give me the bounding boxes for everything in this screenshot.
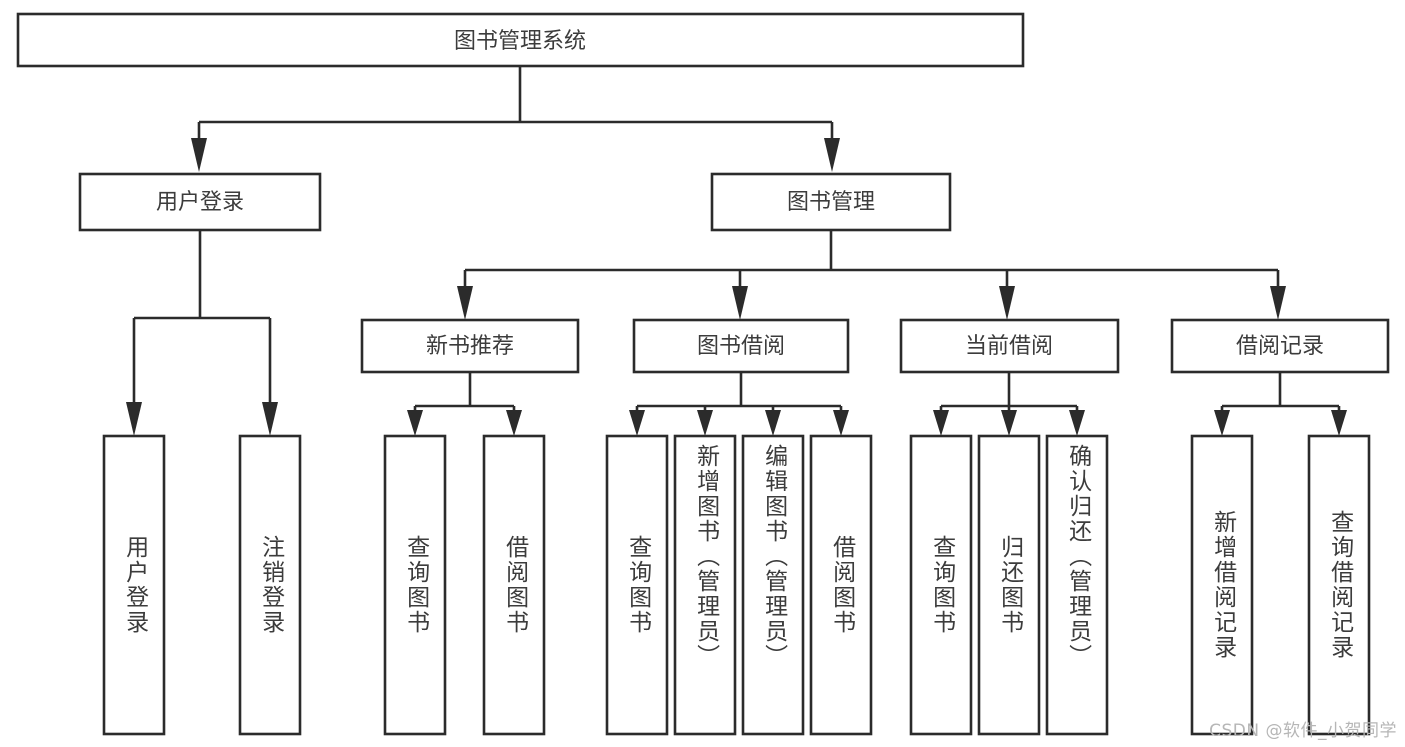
arrow-down-icon	[824, 138, 840, 172]
arrow-down-icon	[262, 402, 278, 436]
leaf-box-add-borrow-record[interactable]	[1190, 434, 1254, 736]
connector-root-to-level1	[191, 66, 840, 172]
node-user-login-box	[78, 172, 322, 232]
arrow-down-icon	[629, 410, 645, 436]
leaf-box-query-borrow-record[interactable]	[1307, 434, 1371, 736]
arrow-down-icon	[506, 410, 522, 436]
node-borrow-record-label: 借阅记录	[1236, 334, 1324, 359]
arrow-down-icon	[1270, 286, 1286, 320]
leaf-box-return-book[interactable]	[977, 434, 1041, 736]
leaf-box-user-login[interactable]	[102, 434, 166, 736]
node-root-label: 图书管理系统	[454, 29, 586, 54]
leaf-box-logout[interactable]	[238, 434, 302, 736]
leaf-box-edit-book-admin[interactable]	[741, 434, 805, 736]
arrow-down-icon	[1214, 410, 1230, 436]
node-book-borrow-label: 图书借阅	[697, 334, 785, 359]
arrow-down-icon	[999, 286, 1015, 320]
connector-borrow-record-to-leaves	[1214, 372, 1347, 436]
node-current-borrow-label: 当前借阅	[965, 334, 1053, 359]
arrow-down-icon	[833, 410, 849, 436]
arrow-down-icon	[457, 286, 473, 320]
node-user-login[interactable]: 用户登录	[78, 172, 322, 232]
connector-current-borrow-to-leaves	[933, 372, 1085, 436]
leaf-box-confirm-return-admin[interactable]	[1045, 434, 1109, 736]
arrow-down-icon	[732, 286, 748, 320]
node-user-login-label: 用户登录	[156, 190, 244, 215]
arrow-down-icon	[1069, 410, 1085, 436]
node-root-box	[16, 12, 1025, 68]
node-book-borrow[interactable]: 图书借阅	[632, 318, 850, 374]
arrow-down-icon	[697, 410, 713, 436]
watermark-text: CSDN @软件_小贺同学	[1209, 721, 1397, 741]
arrow-down-icon	[1001, 410, 1017, 436]
arrow-down-icon	[765, 410, 781, 436]
leaf-box-query-book-3[interactable]	[909, 434, 973, 736]
leaf-box-add-book-admin[interactable]	[673, 434, 737, 736]
node-book-management[interactable]: 图书管理	[710, 172, 952, 232]
node-current-borrow-box	[899, 318, 1120, 374]
node-new-book-recommend-label: 新书推荐	[426, 334, 514, 359]
leaf-box-query-book-2[interactable]	[605, 434, 669, 736]
leaf-box-query-book-1[interactable]	[383, 434, 447, 736]
arrow-down-icon	[1331, 410, 1347, 436]
connector-book-management-to-level2	[457, 230, 1286, 320]
node-new-book-recommend[interactable]: 新书推荐	[360, 318, 580, 374]
node-book-management-label: 图书管理	[787, 190, 875, 215]
arrow-down-icon	[407, 410, 423, 436]
node-borrow-record[interactable]: 借阅记录	[1170, 318, 1390, 374]
leaf-box-borrow-book-1[interactable]	[482, 434, 546, 736]
connector-book-borrow-to-leaves	[629, 372, 849, 436]
connector-new-book-to-leaves	[407, 372, 522, 436]
node-root[interactable]: 图书管理系统	[16, 12, 1025, 68]
node-current-borrow[interactable]: 当前借阅	[899, 318, 1120, 374]
arrow-down-icon	[191, 138, 207, 172]
leaf-box-borrow-book-2[interactable]	[809, 434, 873, 736]
connector-user-login-to-leaves	[126, 230, 278, 436]
node-new-book-recommend-box	[360, 318, 580, 374]
arrow-down-icon	[933, 410, 949, 436]
arrow-down-icon	[126, 402, 142, 436]
